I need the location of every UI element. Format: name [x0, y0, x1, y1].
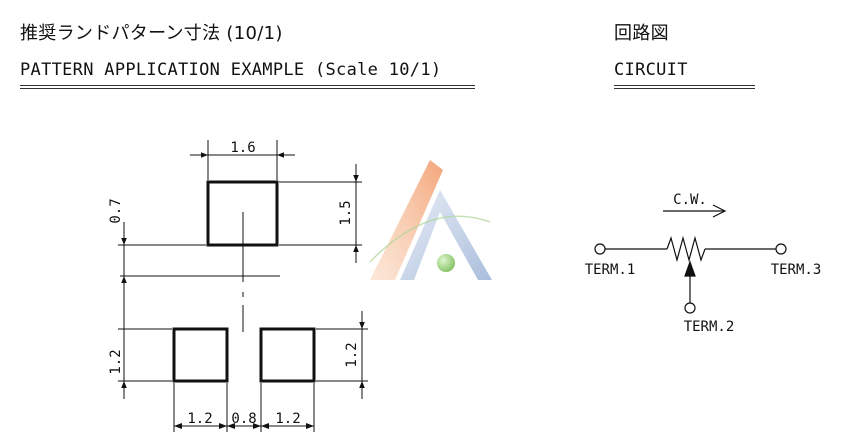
title-japanese: 推奨ランドパターン寸法 (10/1) — [20, 23, 283, 44]
logo-blue-stroke — [400, 190, 492, 280]
term2-label: TERM.2 — [684, 319, 735, 335]
cw-arrow-head — [712, 204, 727, 218]
label-bottom-left-width: 1.2 — [187, 411, 212, 427]
pad-bottom-left — [172, 327, 229, 383]
term3-node — [775, 243, 787, 255]
label-bottom-right-height: 1.2 — [344, 342, 360, 367]
circuit-title-japanese: 回路図 — [614, 23, 669, 44]
label-top-width: 1.6 — [230, 140, 255, 156]
pad-bottom-right — [259, 327, 316, 383]
term3-label: TERM.3 — [771, 262, 822, 278]
label-bottom-right-width: 1.2 — [275, 411, 300, 427]
label-top-height: 1.5 — [338, 200, 354, 225]
wiper-arrow — [684, 260, 696, 277]
title-english: PATTERN APPLICATION EXAMPLE (Scale 10/1) — [20, 60, 442, 80]
term2-node — [684, 302, 696, 314]
logo-green-dot — [437, 254, 455, 272]
land-pattern — [120, 180, 316, 383]
cw-label: C.W. — [673, 192, 707, 208]
resistor-zigzag — [666, 235, 706, 263]
label-bottom-gap: 0.8 — [231, 411, 256, 427]
title-underline — [20, 85, 475, 89]
circuit-title-english: CIRCUIT — [614, 60, 688, 80]
logo-orbit — [369, 215, 491, 263]
term1-node — [594, 243, 606, 255]
term1-label: TERM.1 — [585, 262, 636, 278]
circuit-title-underline — [614, 85, 755, 89]
dimensions — [118, 140, 368, 432]
label-bottom-left-height: 1.2 — [108, 349, 124, 374]
label-gap-vertical: 0.7 — [108, 198, 124, 223]
circuit-diagram — [594, 204, 787, 314]
logo-orange-stroke — [370, 160, 443, 280]
watermark-logo — [369, 160, 492, 280]
